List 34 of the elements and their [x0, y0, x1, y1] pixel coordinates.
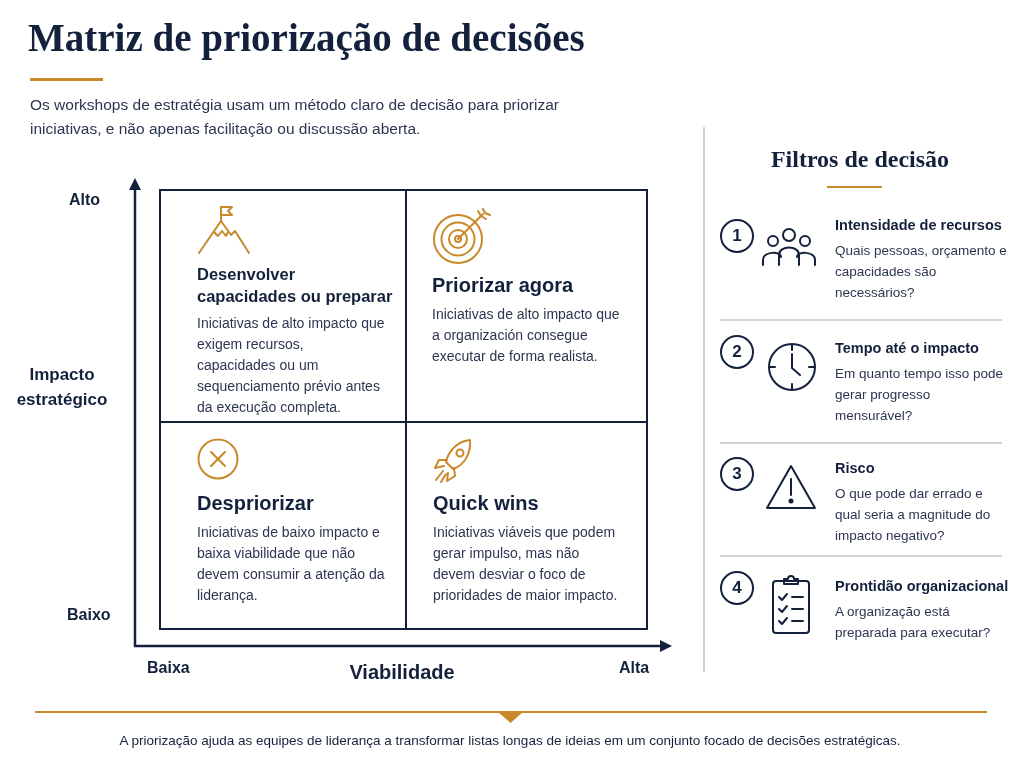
matrix-quadrant: [405, 189, 648, 423]
filter-description: Em quanto tempo isso pode gerar progresso mensurável?: [835, 365, 1005, 425]
axis-label: Baixo: [67, 605, 111, 625]
quadrant-title: Despriorizar: [197, 491, 315, 516]
filter-title: Intensidade de recursos: [835, 216, 1003, 235]
axis-label: Baixa: [147, 658, 190, 678]
section-heading: Filtros de decisão: [770, 145, 950, 174]
matrix-quadrant: [405, 421, 648, 630]
filter-title: Tempo até o impacto: [835, 339, 980, 358]
axis-title: Viabilidade: [349, 660, 455, 685]
filter-description: A organização está preparada para executar?: [835, 603, 992, 642]
subtitle: Os workshops de estratégia usam um método claro de decisão para priorizar iniciativas, e não apenas facilitação ou discussão aberta.: [30, 95, 560, 139]
page-title: Matriz de priorização de decisões: [28, 15, 585, 62]
matrix-quadrant: [159, 189, 407, 423]
quadrant-title: Desenvolver capacidades ou preparar: [197, 264, 394, 307]
step-number: 4: [720, 571, 754, 605]
step-number: 1: [720, 219, 754, 253]
step-number: 3: [720, 457, 754, 491]
matrix-quadrant: [159, 421, 407, 630]
quadrant-description: Iniciativas de alto impacto que exigem recursos, capacidades ou um sequenciamento prévio antes da execução completa.: [197, 314, 385, 417]
quadrant-title: Quick wins: [433, 491, 540, 516]
quadrant-description: Iniciativas de baixo impacto e baixa viabilidade que não devem consumir a atenção da liderança.: [197, 523, 385, 605]
filter-title: Risco: [835, 459, 876, 478]
filter-title: Prontidão organizacional: [835, 577, 1010, 596]
axis-label: Alta: [619, 658, 650, 678]
axis-label: Alto: [69, 190, 101, 210]
axis-title: Impacto estratégico: [15, 364, 109, 411]
step-number: 2: [720, 335, 754, 369]
quadrant-description: Iniciativas viáveis que podem gerar impulso, mas não devem desviar o foco de prioridades de maior impacto.: [433, 523, 619, 605]
quadrant-description: Iniciativas de alto impacto que a organización consegue executar de forma realista.: [432, 305, 621, 366]
caption: A priorização ajuda as equipes de liderança a transformar listas longas de ideias em um conjunto focado de decisões estratégicas.: [119, 732, 901, 750]
filter-description: Quais pessoas, orçamento e capacidades são necessários?: [835, 242, 1007, 302]
quadrant-title: Priorizar agora: [432, 273, 575, 298]
filter-description: O que pode dar errado e qual seria a magnitude do impacto negativo?: [835, 485, 992, 545]
